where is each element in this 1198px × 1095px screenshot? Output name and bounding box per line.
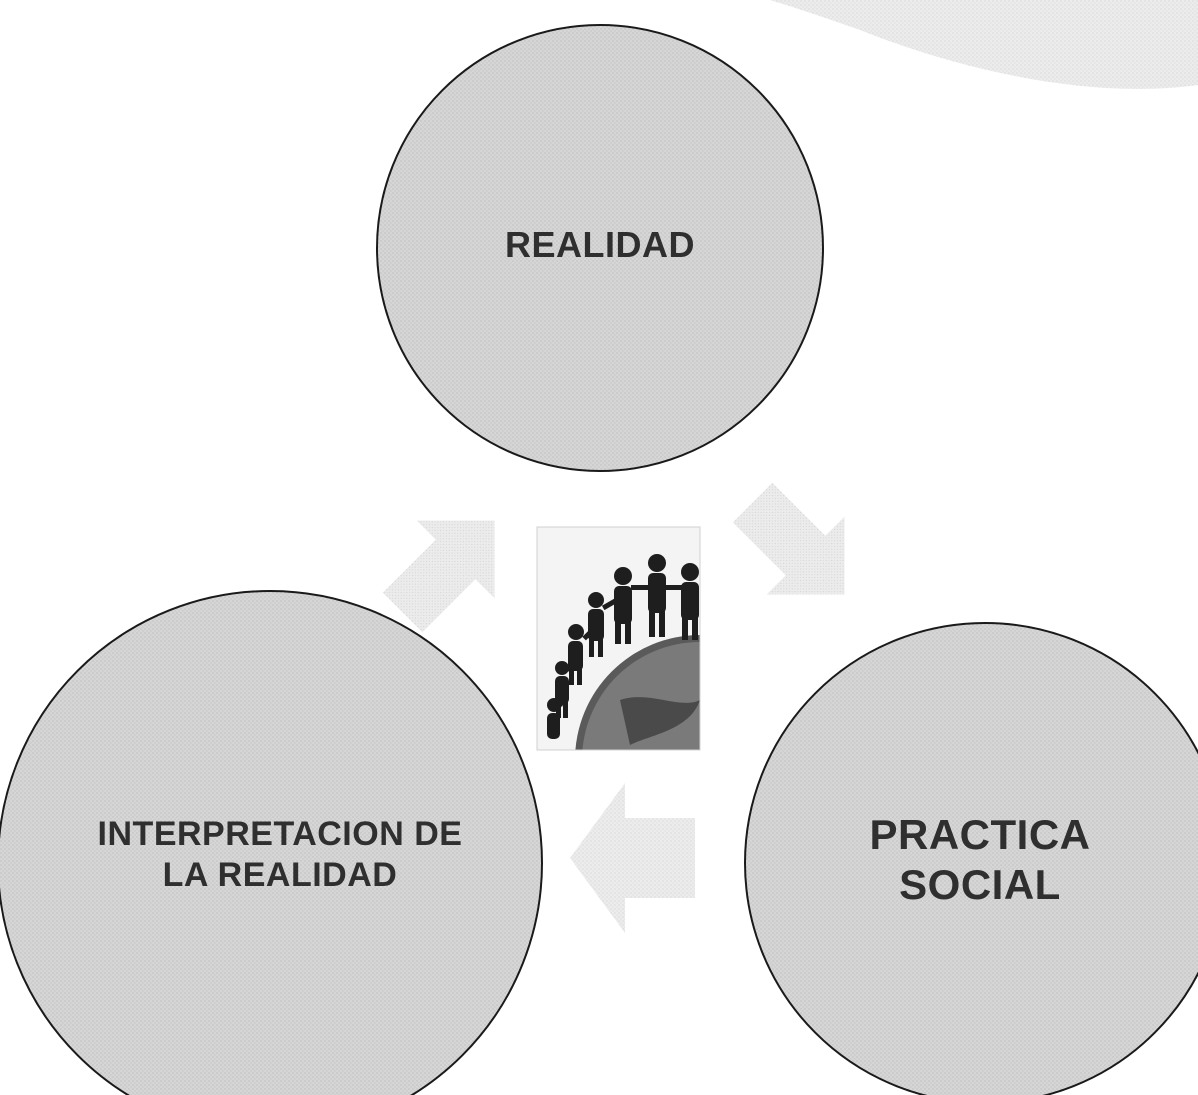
node-interpretacion-label: INTERPRETACION DE LA REALIDAD <box>97 815 463 894</box>
people-around-globe-icon <box>537 527 700 750</box>
center-image-frame <box>536 526 701 751</box>
arrow-practica-to-interpretacion <box>570 783 695 933</box>
arrow-interpretacion-to-realidad <box>382 520 495 633</box>
arrow-realidad-to-practica <box>732 482 845 595</box>
node-practica-circle <box>744 622 1198 1095</box>
node-realidad-label: REALIDAD <box>505 224 695 266</box>
background-swoosh <box>770 0 1198 89</box>
node-practica-label: PRACTICA SOCIAL <box>869 810 1091 908</box>
node-interpretacion-circle <box>0 590 543 1095</box>
node-realidad-circle <box>376 24 824 472</box>
